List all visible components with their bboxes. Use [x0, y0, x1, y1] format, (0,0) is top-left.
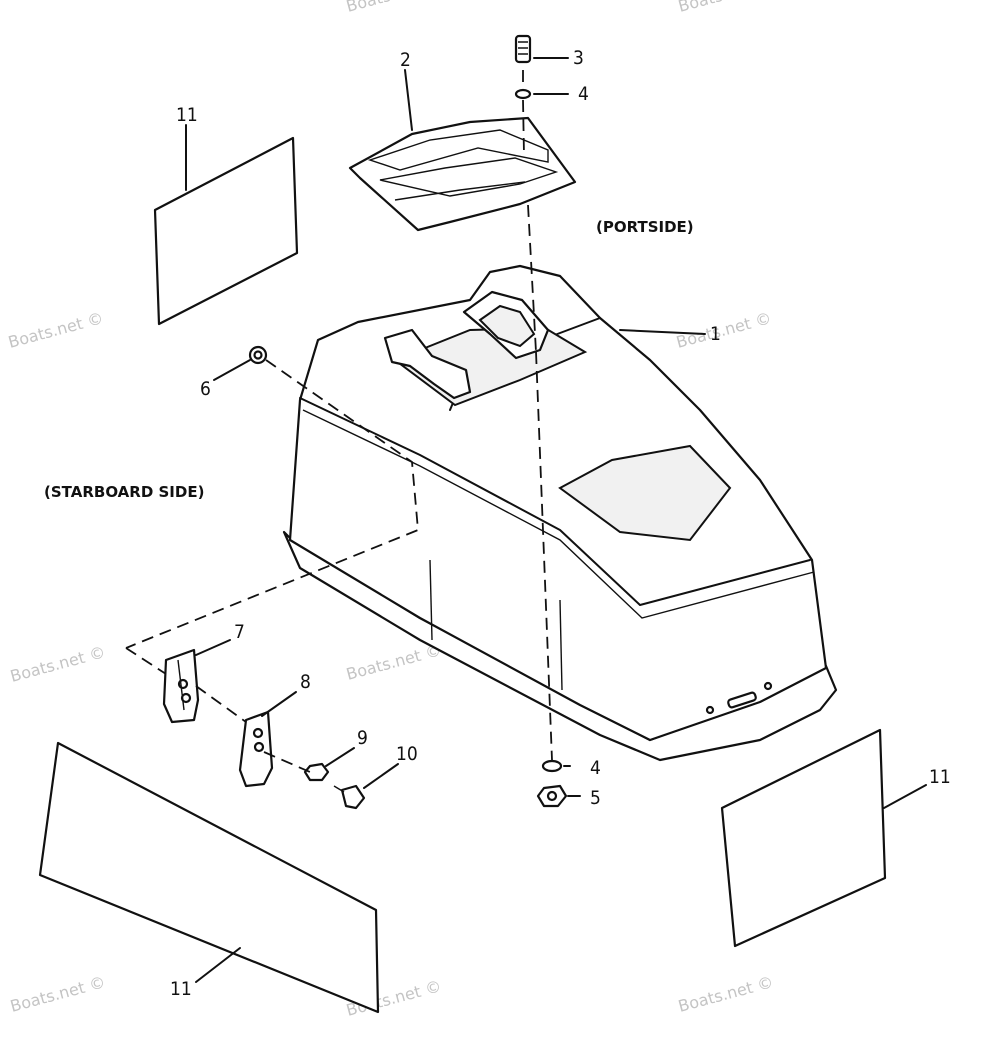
callout-6: 6 — [200, 378, 211, 400]
callout-10: 10 — [396, 743, 418, 765]
callout-8: 8 — [300, 671, 311, 693]
callout-11-upper-left: 11 — [176, 104, 198, 126]
callout-2: 2 — [400, 49, 411, 71]
side-labels: (PORTSIDE) (STARBOARD SIDE) — [44, 218, 694, 501]
callout-7: 7 — [234, 621, 245, 643]
callouts: 1 2 3 4 4 5 6 7 8 9 10 11 11 11 — [170, 47, 951, 1000]
callout-9: 9 — [357, 727, 368, 749]
watermark: Boats.net © — [674, 308, 773, 352]
callout-1: 1 — [710, 323, 721, 345]
decal-part-11-lower-right[interactable] — [720, 728, 887, 948]
watermark: Boats.net © — [344, 0, 443, 16]
leader-lines — [185, 57, 927, 983]
callout-11-lower-right: 11 — [929, 766, 951, 788]
plate-part-8[interactable] — [238, 710, 274, 788]
callout-11-lower-left: 11 — [170, 978, 192, 1000]
washer-part-4-bottom[interactable] — [541, 759, 563, 773]
callout-5: 5 — [590, 787, 601, 809]
screw-part-10[interactable] — [333, 784, 366, 810]
washer-part-4-top[interactable] — [514, 88, 532, 100]
decal-part-11-lower-left[interactable] — [38, 741, 380, 1014]
watermark: Boats.net © — [676, 972, 775, 1016]
watermark: Boats.net © — [8, 972, 107, 1016]
screw-part-3[interactable] — [514, 34, 532, 64]
callout-4-top: 4 — [578, 83, 589, 105]
assembly-dashed-lines — [125, 70, 553, 773]
watermark: Boats.net © — [6, 308, 105, 352]
cover-plate-part-2[interactable] — [348, 116, 577, 232]
watermark: Boats.net © — [8, 642, 107, 686]
top-cowl-part-1[interactable] — [282, 264, 838, 762]
portside-label: (PORTSIDE) — [596, 218, 694, 236]
callout-3: 3 — [573, 47, 584, 69]
nut-part-5[interactable] — [536, 784, 568, 808]
starboard-side-label: (STARBOARD SIDE) — [44, 483, 204, 501]
decal-part-11-upper-left[interactable] — [153, 136, 299, 326]
grommet-part-6[interactable] — [248, 345, 268, 365]
nut-part-9[interactable] — [303, 762, 330, 782]
watermark: Boats.net © — [344, 640, 443, 684]
callout-4-bottom: 4 — [590, 757, 601, 779]
watermark: Boats.net © — [676, 0, 775, 16]
bracket-part-7[interactable] — [162, 648, 200, 724]
